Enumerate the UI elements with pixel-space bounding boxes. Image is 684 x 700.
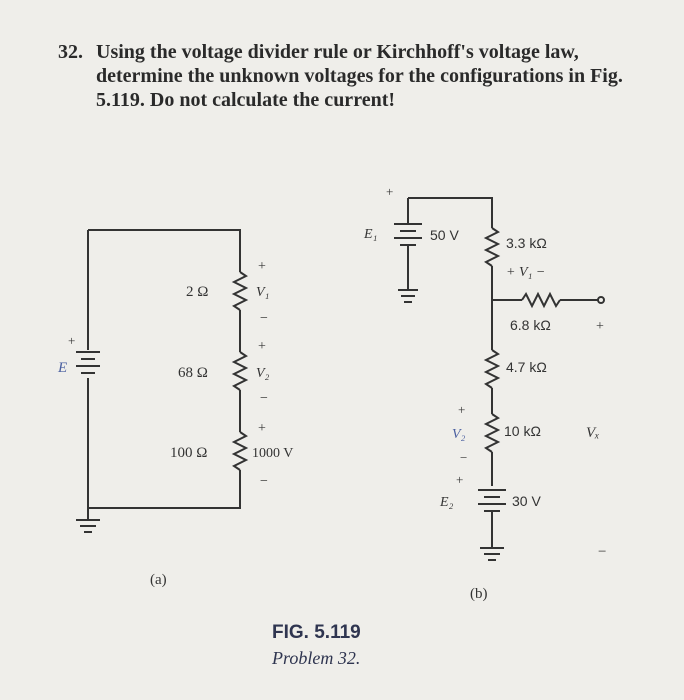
e2-plus: + [456, 472, 463, 487]
v2-label: V₂ [256, 366, 270, 381]
resistor-6-8k [521, 291, 561, 309]
vx-plus: + [596, 319, 604, 334]
resistor-4-7k [483, 349, 501, 389]
e2-label: E₂ [439, 495, 454, 510]
resistor-2-ohm [231, 271, 249, 311]
v1-minus: − [260, 311, 268, 326]
e1-value: 50 V [430, 227, 459, 243]
resistor-10k-label: 10 kΩ [504, 423, 541, 439]
battery-e-plus: + [68, 333, 75, 348]
circuit-a-label: (a) [150, 572, 167, 588]
resistor-68-ohm [231, 351, 249, 391]
problem-number: 32. [58, 41, 83, 63]
vx-label: Vₓ [586, 425, 599, 441]
v2-plus: + [258, 339, 266, 354]
resistor-3-3k-label: 3.3 kΩ [506, 235, 547, 251]
v1-b-label: + V₁ − [506, 265, 545, 280]
terminal-vx-top [597, 296, 605, 304]
v1-plus: + [258, 259, 266, 274]
wire-b-top [408, 197, 493, 228]
resistor-6-8k-label: 6.8 kΩ [510, 317, 551, 333]
resistor-10k [483, 413, 501, 453]
resistor-100-ohm [231, 431, 249, 471]
ground-a-symbol [76, 508, 100, 533]
v2-minus: − [260, 391, 268, 406]
wire-a-bottom [88, 470, 241, 509]
wire-a-top [88, 229, 241, 272]
v3-minus: − [260, 474, 268, 489]
figure-number: FIG. 5.119 [272, 622, 361, 643]
resistor-2-ohm-label: 2 Ω [186, 284, 208, 300]
resistor-100-ohm-label: 100 Ω [170, 445, 207, 461]
v2-b-minus: − [460, 450, 467, 465]
v1-label: V₁ [256, 285, 269, 300]
e1-plus: + [386, 184, 393, 199]
problem-text: Using the voltage divider rule or Kirchh… [96, 41, 623, 111]
battery-e1-symbol [394, 223, 422, 246]
battery-e2-symbol [478, 489, 506, 512]
vx-minus: − [598, 544, 606, 560]
e1-label: E₁ [363, 227, 377, 242]
v2-b-plus: + [458, 402, 465, 417]
figure-caption: FIG. 5.119 Problem 32. [272, 622, 361, 669]
ground-b-symbol [480, 547, 504, 561]
figure-problem-ref: Problem 32. [272, 648, 361, 668]
source-e-label: E [57, 360, 67, 376]
battery-e-symbol [76, 351, 100, 374]
ground-e1-symbol [398, 289, 418, 303]
v3-label: 1000 V [252, 446, 293, 461]
circuit-b-label: (b) [470, 586, 488, 602]
e2-value: 30 V [512, 493, 541, 509]
resistor-4-7k-label: 4.7 kΩ [506, 359, 547, 375]
resistor-3-3k [483, 227, 501, 267]
v2-b-label: V₂ [452, 427, 466, 442]
v3-plus: + [258, 421, 266, 436]
resistor-68-ohm-label: 68 Ω [178, 365, 208, 381]
